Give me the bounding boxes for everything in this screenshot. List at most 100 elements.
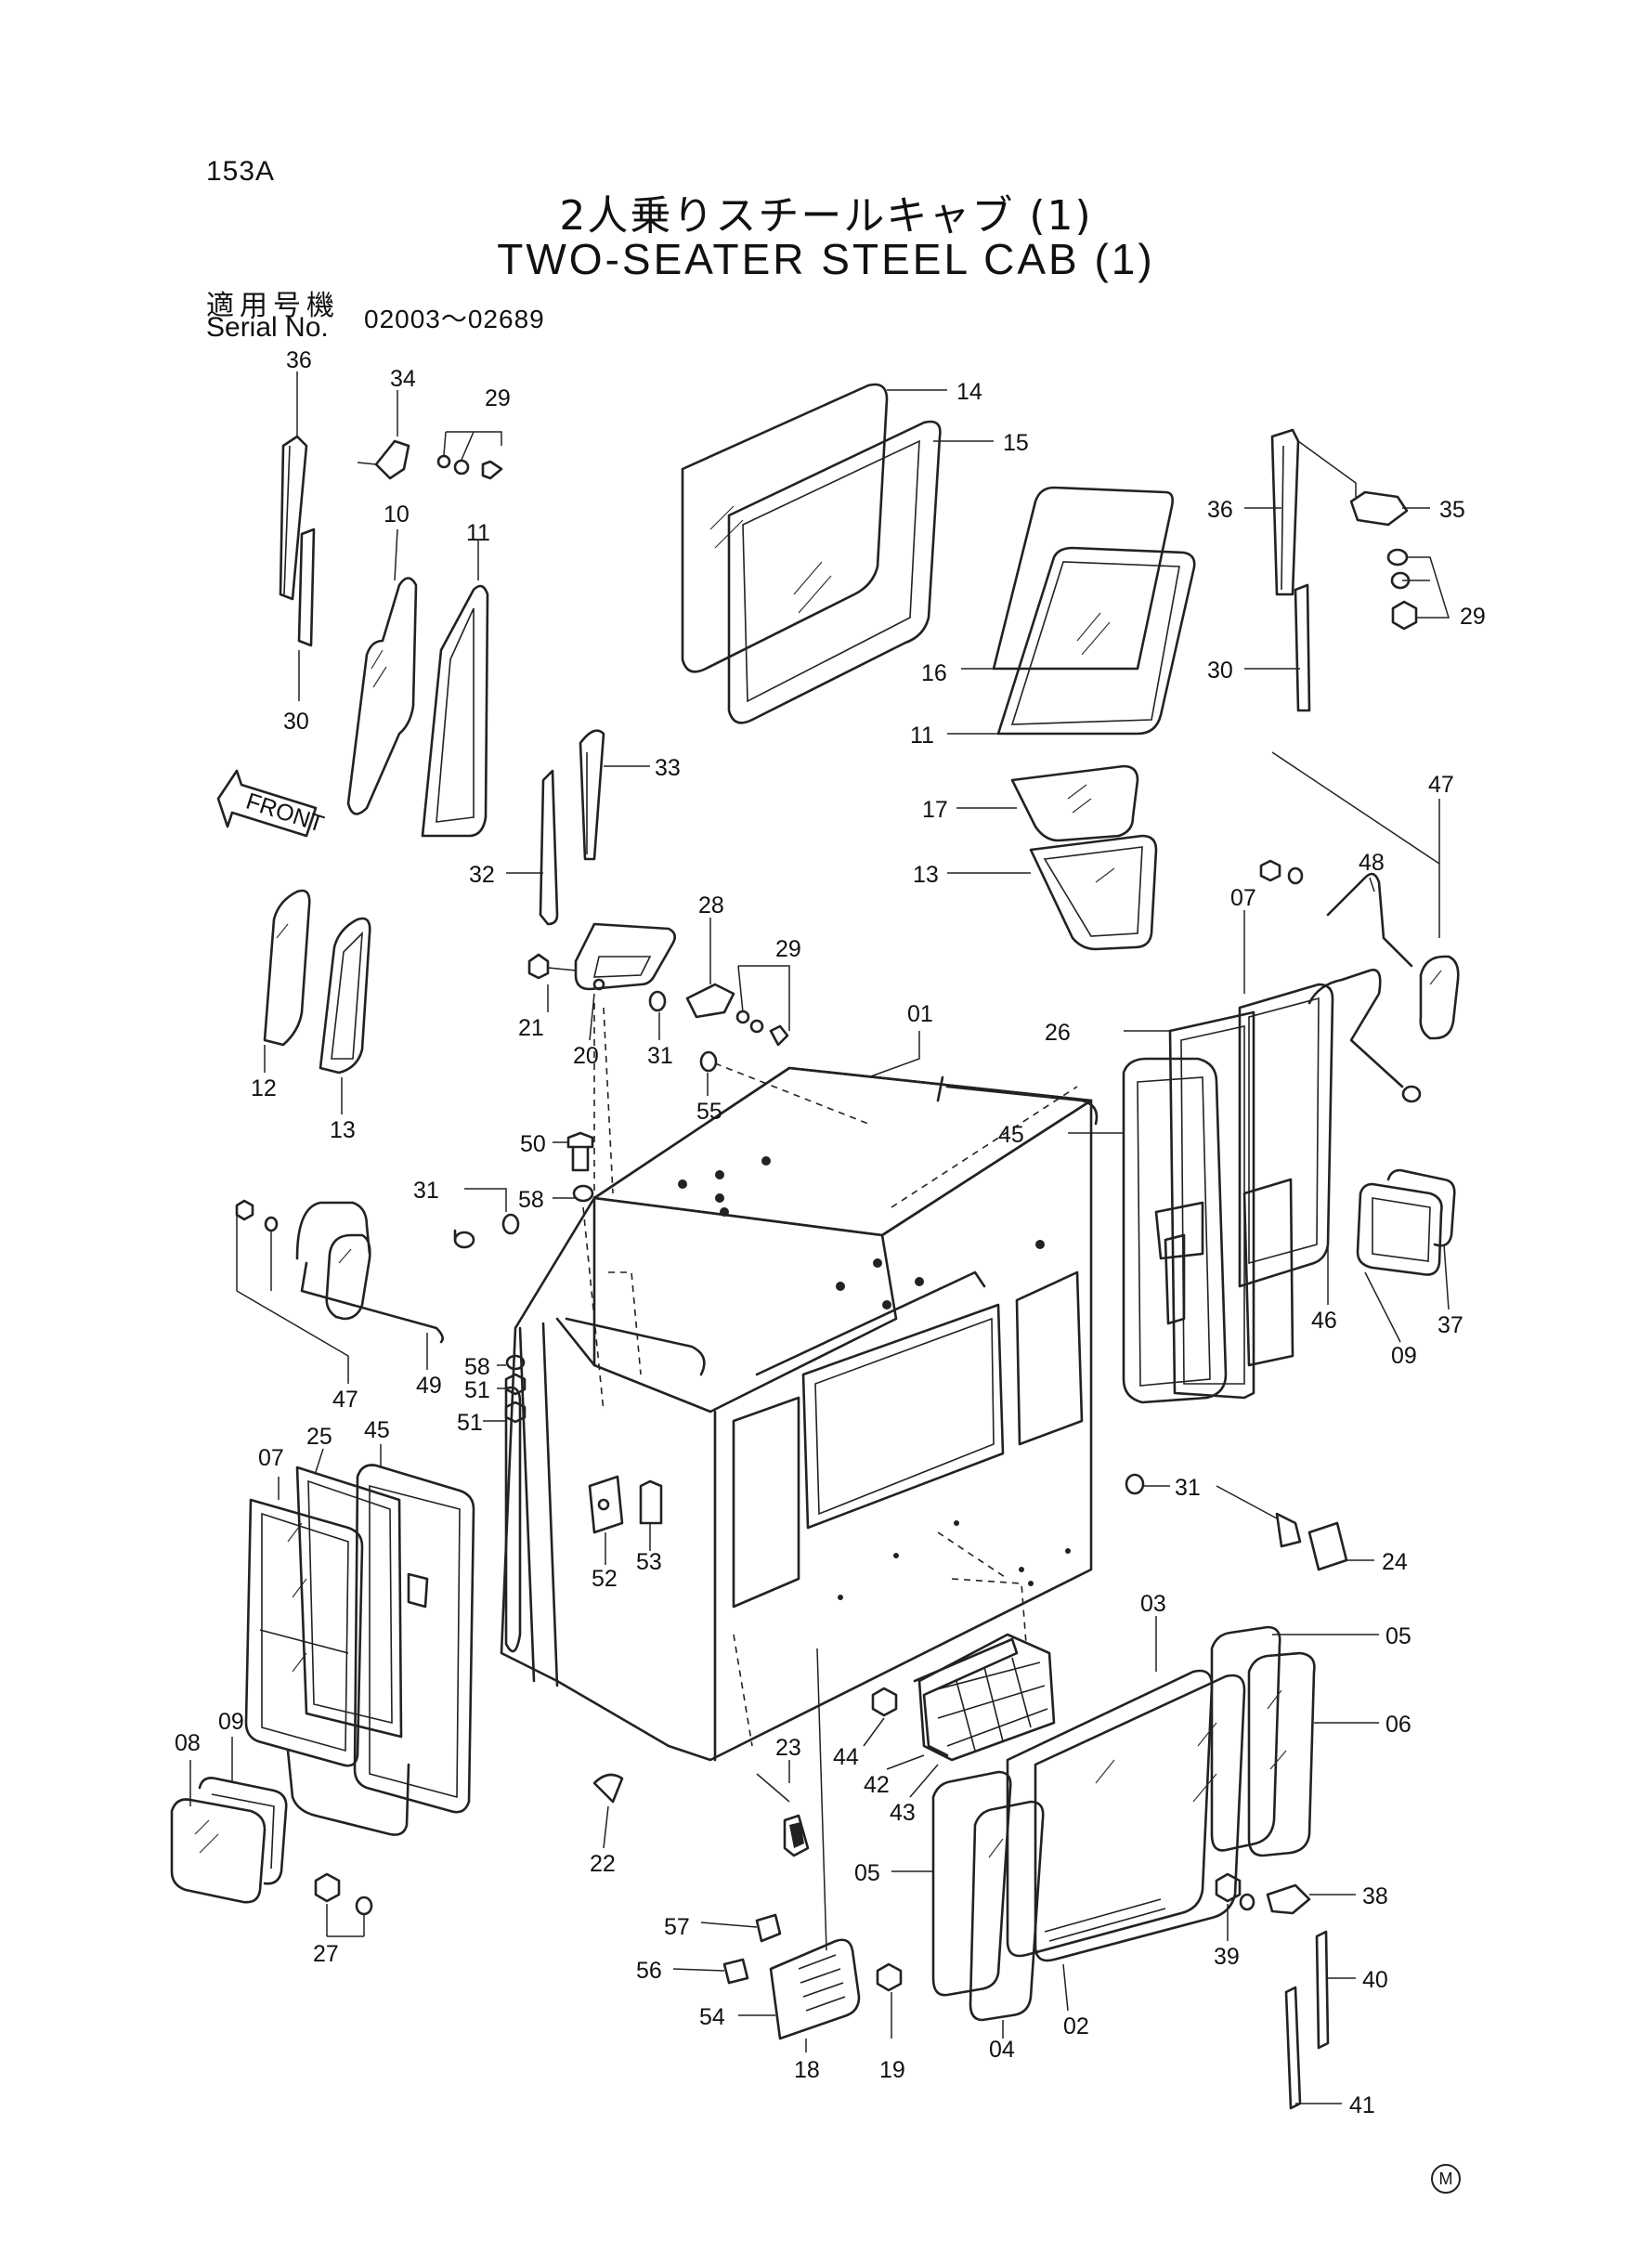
callout-57: 57 (664, 1914, 690, 1940)
frame-42 (913, 1637, 1019, 1757)
callout-37: 37 (1437, 1312, 1463, 1338)
lock-23 (756, 1773, 810, 1857)
callout-29-top-left: 29 (485, 385, 511, 411)
callout-30-left: 30 (283, 709, 309, 735)
window-rail-36-left (279, 435, 308, 601)
window-glass-08 (170, 1798, 267, 1904)
cover-18 (769, 1938, 861, 2040)
callout-36-right: 36 (1207, 497, 1233, 523)
callout-labels: 36 34 29 10 11 30 14 15 16 11 36 35 29 3… (175, 347, 1486, 2118)
callout-47-right: 47 (1428, 772, 1454, 798)
callout-11-right: 11 (910, 723, 934, 749)
window-glass-04 (969, 1800, 1045, 2022)
callout-56: 56 (636, 1958, 662, 1984)
bolt-53 (639, 1479, 663, 1525)
bolt-21 (527, 953, 577, 980)
title-english: TWO-SEATER STEEL CAB (1) (497, 235, 1155, 283)
callout-17: 17 (922, 797, 948, 823)
callout-29-center: 29 (775, 936, 801, 962)
bump-22 (592, 1773, 624, 1804)
mirror-stay-48 (1307, 872, 1422, 1103)
callout-13-left: 13 (330, 1117, 356, 1143)
door-glass-46 (1242, 1178, 1294, 1367)
page-number: 153A (206, 156, 276, 187)
callout-05-left: 05 (854, 1860, 880, 1886)
callout-20: 20 (573, 1043, 599, 1069)
window-seal-11-right (996, 546, 1196, 736)
callout-28: 28 (698, 892, 724, 919)
window-rail-36-right (1270, 428, 1300, 596)
window-rail-30-left (297, 528, 316, 647)
callout-45-right: 45 (998, 1122, 1024, 1148)
window-glass-16 (992, 486, 1174, 671)
callout-07-left: 07 (258, 1445, 284, 1471)
serial-label-japanese: 適用号機 (206, 290, 340, 322)
front-arrow (216, 769, 318, 838)
callout-58-lower: 58 (464, 1354, 490, 1380)
callout-36-left: 36 (286, 347, 312, 373)
callout-27: 27 (313, 1941, 339, 1967)
latch-34 (357, 439, 503, 480)
callout-54: 54 (699, 2004, 725, 2030)
window-rail-30-right (1294, 583, 1311, 712)
callout-30-right: 30 (1207, 658, 1233, 684)
cab-body (500, 1066, 1099, 1762)
nut-51-lower (504, 1401, 527, 1424)
door-25 (295, 1466, 403, 1739)
window-glass-06 (1247, 1651, 1316, 1857)
window-glass-12 (263, 889, 311, 1047)
serial-label-english: Serial No. (206, 312, 329, 343)
door-lower-panel (286, 1749, 410, 1836)
window-seal-11-left (421, 584, 489, 838)
callout-39: 39 (1214, 1944, 1240, 1970)
callout-38: 38 (1362, 1883, 1388, 1909)
serial-range: 02003～02689 (364, 305, 545, 333)
window-glass-14 (681, 383, 889, 673)
assembly-lines (582, 1003, 1078, 1747)
mirror-stay-49 (295, 1201, 475, 1344)
callout-45-left: 45 (364, 1417, 390, 1443)
window-seal-03 (1006, 1669, 1214, 1958)
callout-47-left: 47 (332, 1387, 358, 1413)
cap-31-top (648, 990, 667, 1012)
callout-23: 23 (775, 1735, 801, 1761)
washers-bolt-29-right (1386, 548, 1418, 631)
callout-18: 18 (794, 2057, 820, 2083)
callout-11-left: 11 (466, 520, 490, 546)
window-seal-13-center (1029, 834, 1158, 951)
callout-10: 10 (384, 502, 410, 528)
callout-02: 02 (1063, 2013, 1089, 2039)
washer-58-lower (505, 1354, 526, 1371)
callout-32: 32 (469, 862, 495, 888)
leader-lines (189, 371, 1450, 2104)
window-seal-05-left (931, 1770, 1012, 1997)
callout-25: 25 (306, 1424, 332, 1450)
washer-38 (1266, 1883, 1311, 1915)
window-glass-10 (346, 577, 418, 815)
wiper-40 (1315, 1930, 1330, 2050)
window-seal-13-left (319, 917, 371, 1075)
callout-08: 08 (175, 1730, 201, 1756)
callout-06: 06 (1385, 1712, 1411, 1738)
callout-22: 22 (590, 1851, 616, 1877)
window-glass-37 (1386, 1168, 1456, 1247)
callout-52: 52 (592, 1566, 618, 1592)
callout-21: 21 (518, 1015, 544, 1041)
door-26 (1168, 1010, 1255, 1400)
callout-34: 34 (390, 366, 416, 392)
bracket-20 (574, 922, 676, 991)
callout-33: 33 (655, 755, 681, 781)
latch-28 (685, 983, 789, 1047)
callout-51-lower: 51 (457, 1410, 483, 1436)
callout-53: 53 (636, 1549, 662, 1575)
mirror-47-right (1419, 955, 1460, 1040)
callout-26: 26 (1045, 1020, 1071, 1046)
nut-washer-left (235, 1199, 279, 1232)
cap-31-right (1125, 1473, 1145, 1495)
bolt-39 (1215, 1872, 1255, 1911)
clip-57 (755, 1913, 782, 1943)
callout-40: 40 (1362, 1967, 1388, 1993)
door-seal-45-right (1122, 1057, 1228, 1404)
m-mark-symbol: M (1431, 2164, 1461, 2194)
